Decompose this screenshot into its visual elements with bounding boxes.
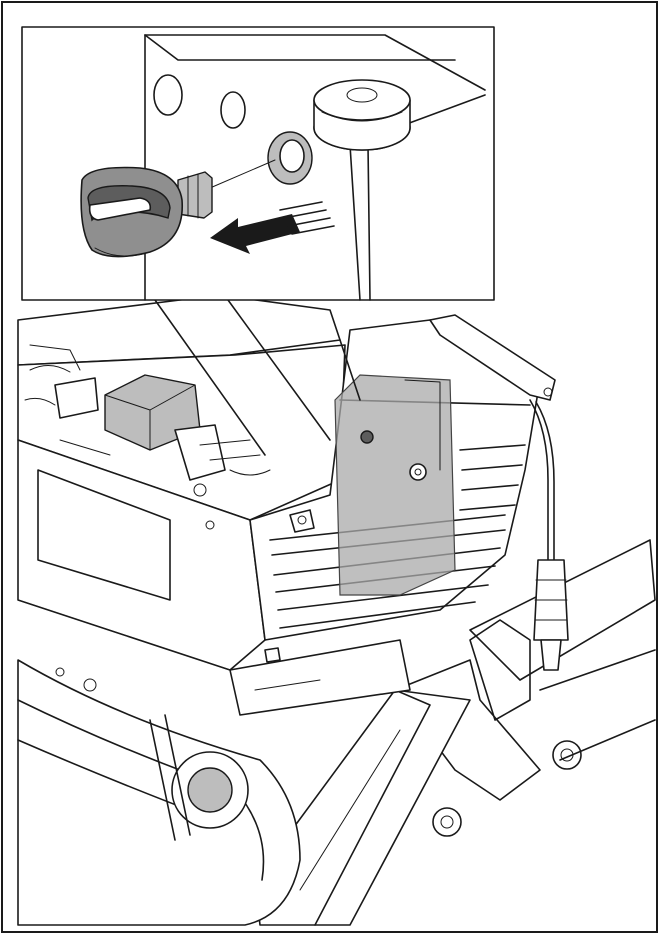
machine-view [17, 294, 656, 926]
detail-inset [21, 26, 495, 301]
tank-body [144, 34, 486, 301]
body-fitting [289, 509, 315, 533]
engine-compartment [17, 294, 346, 521]
washer-icon [267, 131, 313, 185]
drain-plug-icon [80, 166, 213, 258]
sight-hole-1 [153, 74, 183, 116]
inset-frame [21, 26, 495, 301]
leader-line-right [227, 299, 331, 441]
boom-arm [394, 539, 656, 837]
alignment-line [209, 159, 276, 189]
body-panel [17, 439, 411, 716]
sight-hole-2 [220, 91, 246, 129]
drain-area-highlight [334, 374, 456, 596]
filler-cap-icon [313, 79, 411, 151]
crawler-track [17, 659, 301, 926]
leader-line-left [154, 299, 266, 456]
leader-line-mid [339, 339, 361, 401]
arrow-icon [210, 201, 335, 254]
hose [529, 399, 569, 671]
